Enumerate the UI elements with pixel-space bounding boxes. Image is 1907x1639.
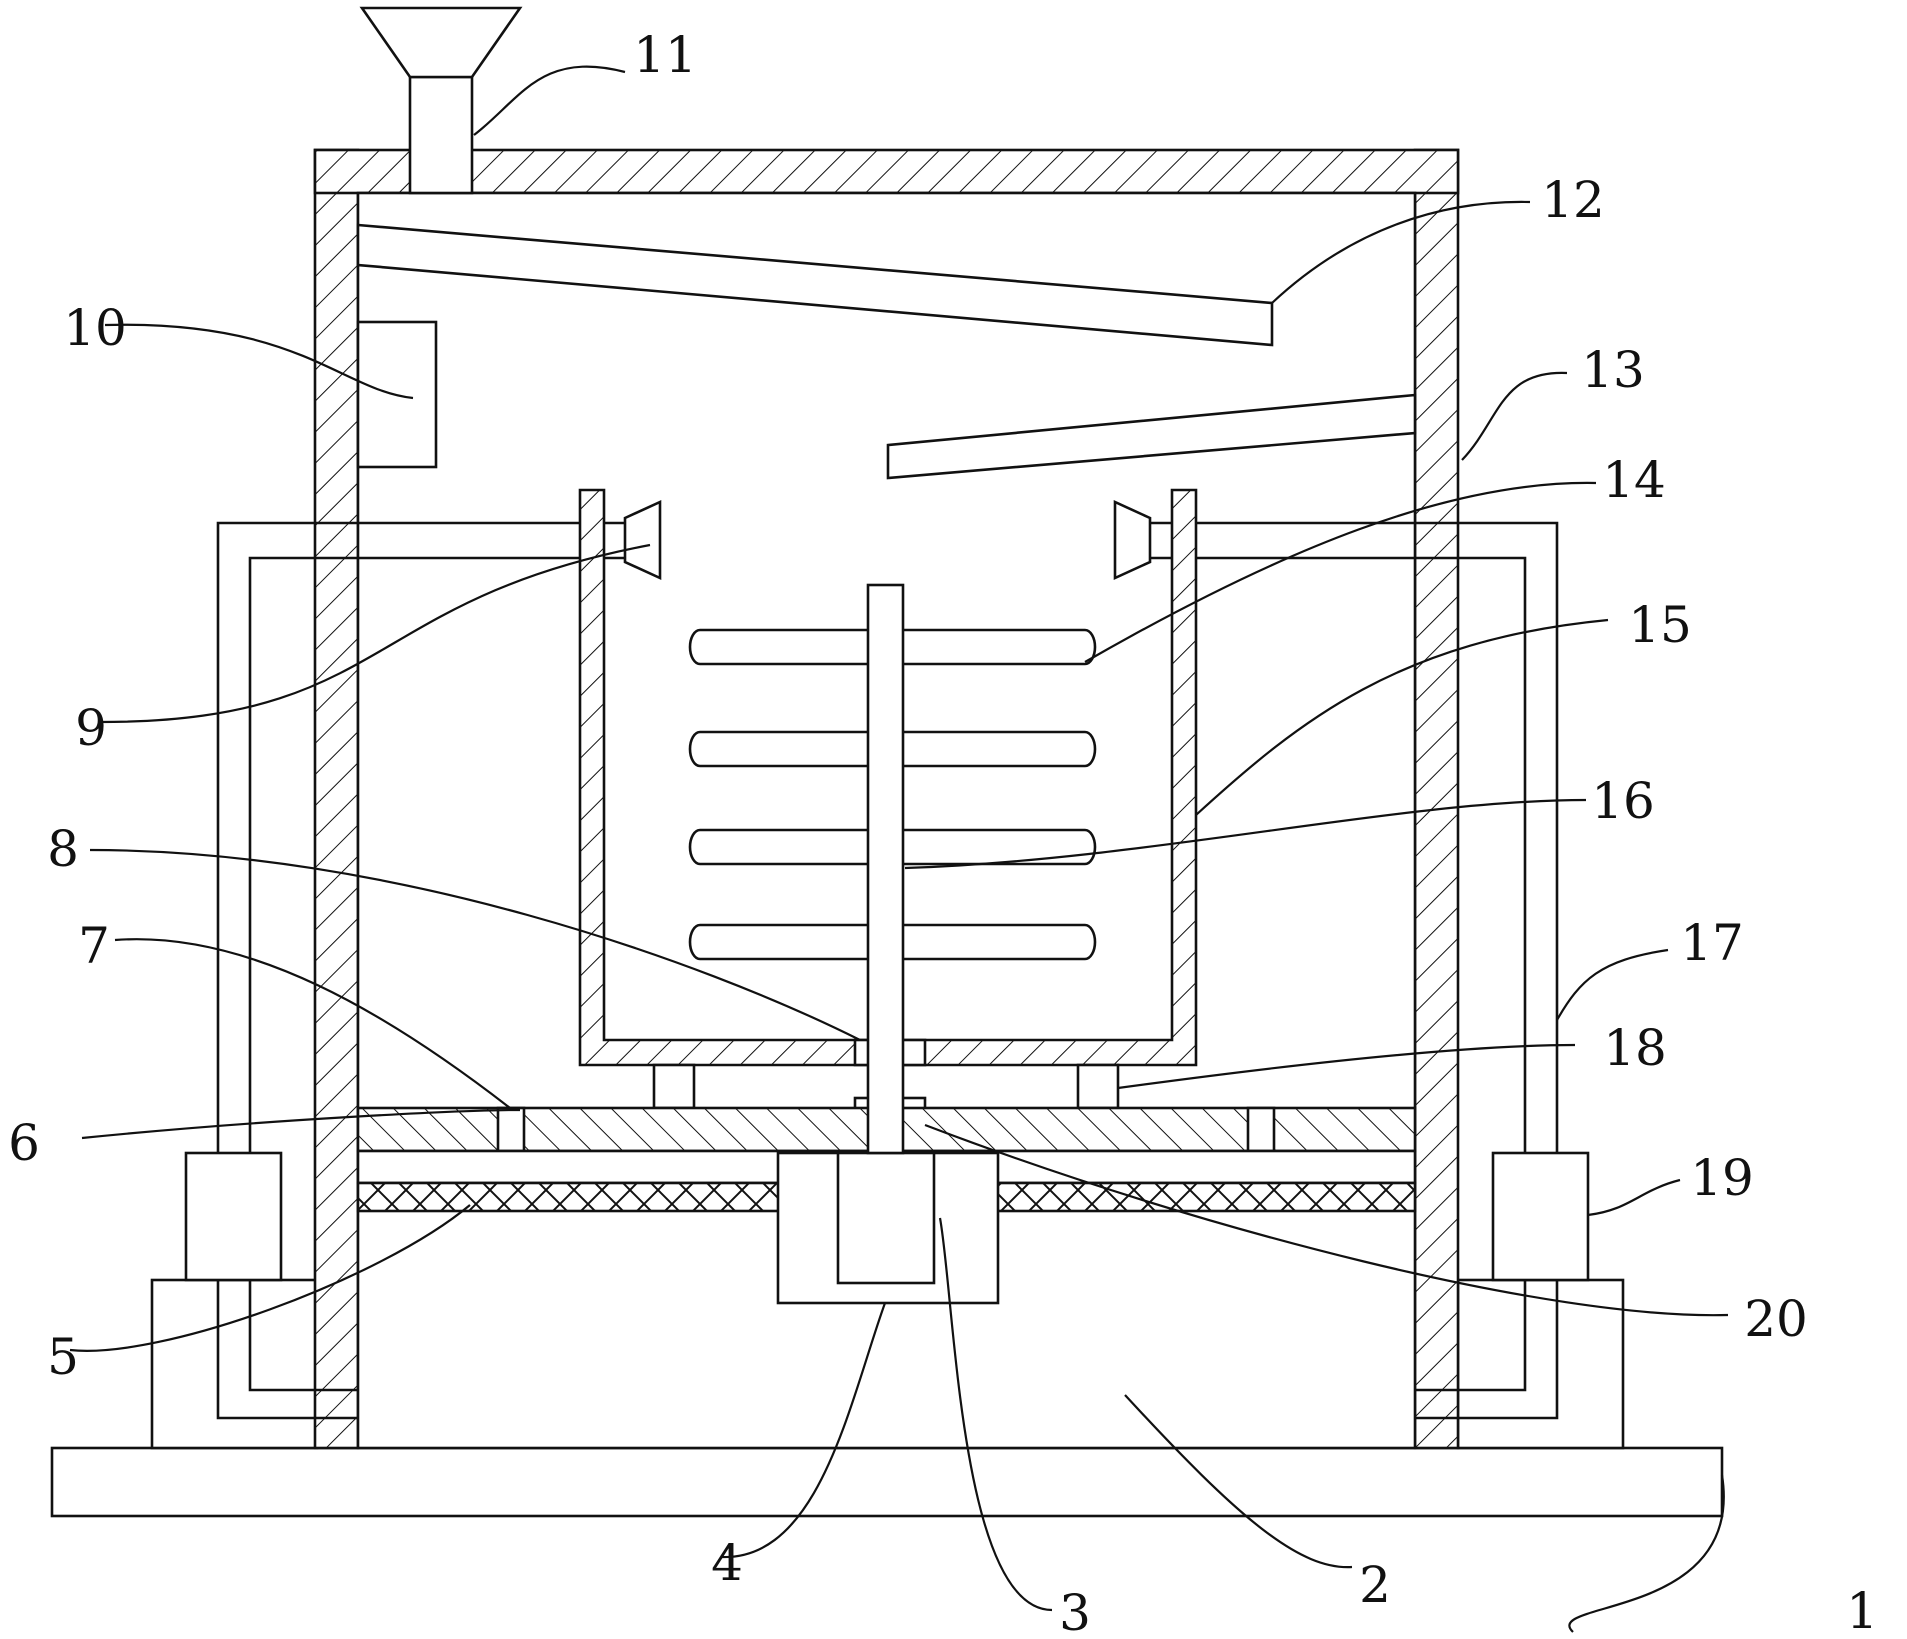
callout-13: 13 bbox=[1581, 341, 1645, 399]
callout-12: 12 bbox=[1541, 171, 1605, 229]
right-support-block bbox=[1458, 1280, 1623, 1448]
rotating-shaft bbox=[868, 585, 903, 1153]
housing-right-wall bbox=[1415, 150, 1458, 1448]
callout-14: 14 bbox=[1602, 451, 1666, 509]
right-pump bbox=[1493, 1153, 1588, 1280]
callout-2: 2 bbox=[1359, 1556, 1391, 1614]
callout-11: 11 bbox=[633, 26, 697, 84]
callout-18: 18 bbox=[1603, 1019, 1667, 1077]
callout-6: 6 bbox=[8, 1114, 40, 1172]
base-plate bbox=[52, 1448, 1722, 1516]
callout-7: 7 bbox=[78, 917, 110, 975]
callout-5: 5 bbox=[47, 1328, 79, 1386]
support-rod-right bbox=[1248, 1108, 1274, 1151]
feed-pipe bbox=[410, 77, 472, 193]
housing-top-wall bbox=[315, 150, 1458, 193]
callout-15: 15 bbox=[1628, 596, 1692, 654]
motor bbox=[838, 1153, 934, 1283]
left-support-block bbox=[152, 1280, 317, 1448]
callout-8: 8 bbox=[47, 820, 79, 878]
drum-leg-right bbox=[1078, 1065, 1118, 1108]
callout-17: 17 bbox=[1680, 914, 1744, 972]
callout-1: 1 bbox=[1846, 1582, 1878, 1639]
support-rod-left bbox=[498, 1108, 524, 1151]
left-pump bbox=[186, 1153, 281, 1280]
callout-19: 19 bbox=[1690, 1149, 1754, 1207]
callout-16: 16 bbox=[1591, 772, 1655, 830]
housing-left-wall bbox=[315, 150, 358, 1448]
drum-leg-left bbox=[654, 1065, 694, 1108]
callout-4: 4 bbox=[711, 1534, 743, 1592]
callout-10: 10 bbox=[63, 299, 127, 357]
callout-3: 3 bbox=[1059, 1584, 1091, 1639]
feed-hopper bbox=[362, 8, 520, 77]
callout-20: 20 bbox=[1744, 1290, 1808, 1348]
callout-9: 9 bbox=[75, 699, 107, 757]
